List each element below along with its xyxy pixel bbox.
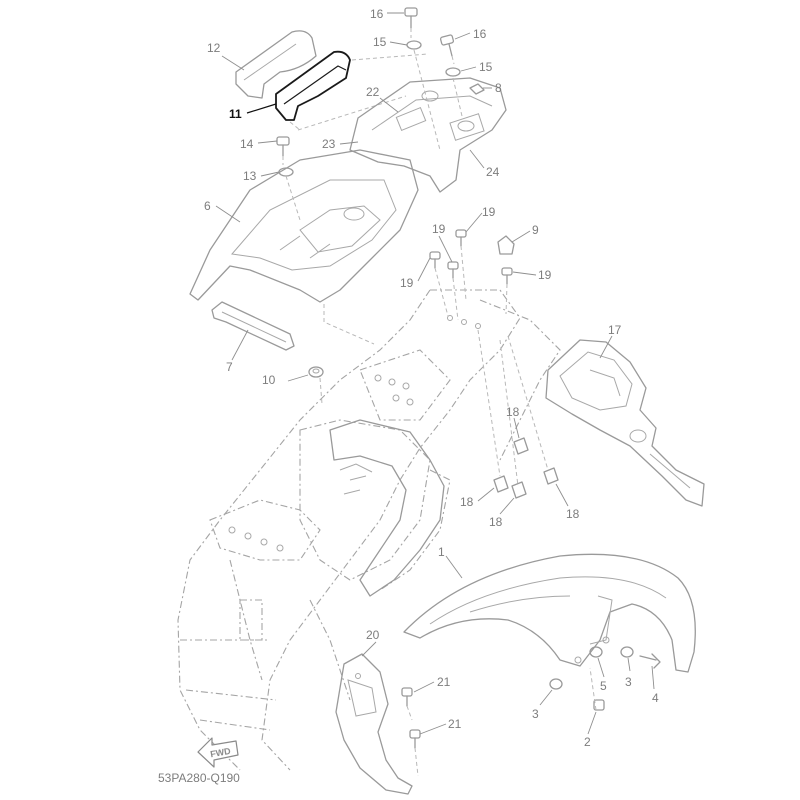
callout-19a: 19 (482, 205, 496, 219)
callout-18d: 18 (566, 507, 580, 521)
leader-lines (215, 12, 655, 735)
fwd-arrow-icon: FWD (197, 737, 239, 768)
washer-15a[interactable] (406, 40, 422, 50)
part-11-cover[interactable] (275, 50, 351, 121)
part-17-rear-fender[interactable] (545, 339, 705, 507)
callout-3b: 3 (625, 675, 632, 689)
inner-mudguard[interactable] (329, 419, 445, 597)
callout-1: 1 (438, 545, 445, 559)
clip-8[interactable] (469, 83, 485, 95)
callout-23: 23 (322, 137, 336, 151)
bolt-19-group[interactable] (429, 229, 513, 285)
phantom-lines (289, 53, 429, 131)
callout-5: 5 (600, 679, 607, 693)
callout-20: 20 (366, 628, 380, 642)
callout-16b: 16 (473, 27, 487, 41)
callout-19b: 19 (432, 222, 446, 236)
callout-21b: 21 (448, 717, 462, 731)
grommet-10[interactable] (308, 366, 324, 378)
part-20-bracket[interactable] (335, 653, 413, 795)
callout-13: 13 (243, 169, 257, 183)
callout-10: 10 (262, 373, 276, 387)
callout-14: 14 (240, 137, 254, 151)
part-12-cover[interactable] (235, 30, 317, 99)
part-1-front-fender[interactable] (403, 553, 696, 673)
frame-holes (228, 315, 481, 552)
callout-15b: 15 (479, 60, 493, 74)
callout-11: 11 (229, 107, 242, 121)
bolt-16a[interactable] (404, 7, 418, 29)
callout-12: 12 (207, 41, 221, 55)
callout-3a: 3 (532, 707, 539, 721)
callout-4: 4 (652, 691, 659, 705)
callout-21a: 21 (437, 675, 451, 689)
part-24-tail-cowl[interactable] (349, 77, 507, 193)
callout-18a: 18 (506, 405, 520, 419)
callout-19c: 19 (400, 276, 414, 290)
part-7-handle[interactable] (211, 301, 295, 351)
bolt-14[interactable] (276, 136, 290, 157)
fwd-label: FWD (209, 746, 231, 759)
callout-24: 24 (486, 165, 500, 179)
callout-9: 9 (532, 223, 539, 237)
callout-22: 22 (366, 85, 380, 99)
assembly-lines (282, 28, 597, 777)
callout-16a: 16 (370, 7, 384, 21)
callout-17: 17 (608, 323, 622, 337)
callout-19d: 19 (538, 268, 552, 282)
callout-18c: 18 (489, 515, 503, 529)
damper-18-group[interactable] (493, 437, 559, 499)
callout-18b: 18 (460, 495, 474, 509)
rubber-9[interactable] (497, 235, 515, 255)
fender-hardware[interactable] (401, 646, 661, 749)
callout-7: 7 (226, 360, 233, 374)
bolt-16b[interactable] (439, 34, 455, 57)
callout-8: 8 (495, 81, 502, 95)
washer-15b[interactable] (445, 67, 461, 77)
callout-15a: 15 (373, 35, 387, 49)
callout-6: 6 (204, 199, 211, 213)
diagram-code: 53PA280-Q190 (158, 771, 240, 785)
part-6-tail-frame[interactable] (189, 149, 419, 303)
callout-labels: 16 16 15 15 12 11 8 22 23 24 14 13 6 9 1… (204, 7, 659, 749)
callout-2: 2 (584, 735, 591, 749)
